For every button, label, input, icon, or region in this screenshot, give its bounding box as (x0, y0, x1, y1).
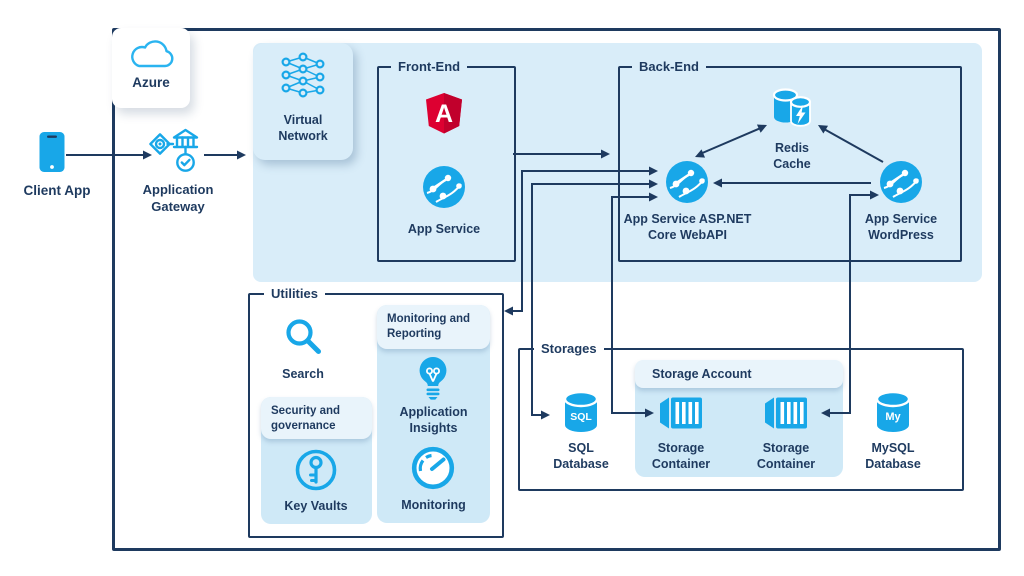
storage-account-chip: Storage Account (635, 360, 843, 388)
utilities-box: Utilities (248, 285, 504, 538)
back-end-title: Back-End (632, 58, 706, 76)
utilities-title: Utilities (264, 285, 325, 303)
app-service-frontend-icon (423, 166, 465, 208)
monitoring-reporting-panel: Monitoring and Reporting (377, 305, 490, 523)
virtual-network-card (253, 43, 353, 160)
search-label: Search (282, 367, 324, 381)
monitoring-reporting-chip: Monitoring and Reporting (377, 305, 490, 349)
sql-icon-text: SQL (570, 411, 592, 423)
storage-container-1-icon (660, 397, 702, 429)
front-end-box: Front-End (377, 58, 516, 262)
monitoring-label: Monitoring (401, 498, 466, 512)
mysql-database-icon: My (875, 390, 911, 432)
application-gateway-label: Application Gateway (142, 182, 214, 214)
search-icon (286, 319, 321, 354)
key-vaults-icon (295, 449, 337, 491)
virtual-network-icon (281, 52, 325, 98)
app-service-wordpress-label: App Service WordPress (864, 212, 938, 242)
application-gateway-icon (149, 128, 199, 172)
security-governance-chip: Security and governance (261, 397, 372, 439)
security-governance-panel: Security and governance (261, 397, 372, 524)
storage-container-1-label: Storage Container (651, 441, 711, 471)
app-service-webapi-label: App Service ASP.NET Core WebAPI (623, 212, 752, 242)
angular-icon: A (426, 93, 462, 134)
virtual-network-label: Virtual Network (278, 113, 328, 143)
application-insights-label: Application Insights (399, 405, 468, 435)
storage-account-panel: Storage Account (635, 360, 843, 477)
client-app-label: Client App (23, 183, 91, 198)
storage-container-2-icon (765, 397, 807, 429)
sql-database-icon: SQL (563, 390, 599, 432)
mysql-icon-text: My (885, 411, 901, 423)
monitoring-icon (411, 446, 455, 490)
storages-title: Storages (534, 340, 604, 358)
key-vaults-label: Key Vaults (284, 499, 348, 513)
back-end-box: Back-End (618, 58, 962, 262)
redis-cache-label: Redis Cache (773, 141, 811, 171)
app-service-frontend-label: App Service (407, 222, 481, 236)
svg-text:A: A (435, 100, 453, 128)
mysql-database-label: MySQL Database (865, 441, 921, 471)
app-service-wordpress-icon (880, 161, 922, 203)
redis-cache-icon (772, 88, 812, 127)
application-insights-icon (419, 357, 447, 400)
sql-database-label: SQL Database (553, 441, 609, 471)
azure-label: Azure (132, 75, 170, 90)
azure-boundary-box (112, 28, 1001, 551)
app-service-webapi-icon (666, 161, 708, 203)
azure-cloud-icon (131, 40, 174, 68)
client-phone-icon (39, 132, 65, 172)
front-end-title: Front-End (391, 58, 468, 76)
storage-container-2-label: Storage Container (756, 441, 816, 471)
